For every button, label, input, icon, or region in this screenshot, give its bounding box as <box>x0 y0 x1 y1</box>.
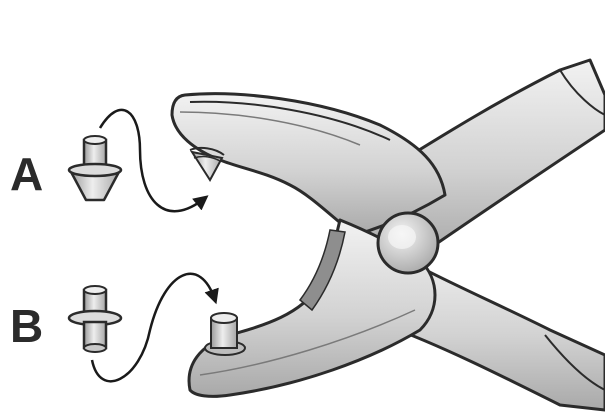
rivet-part-b <box>69 286 121 352</box>
rivet-part-a <box>69 136 121 200</box>
label-b: B <box>10 300 43 352</box>
pivot-rivet <box>378 213 438 273</box>
label-a: A <box>10 148 43 200</box>
